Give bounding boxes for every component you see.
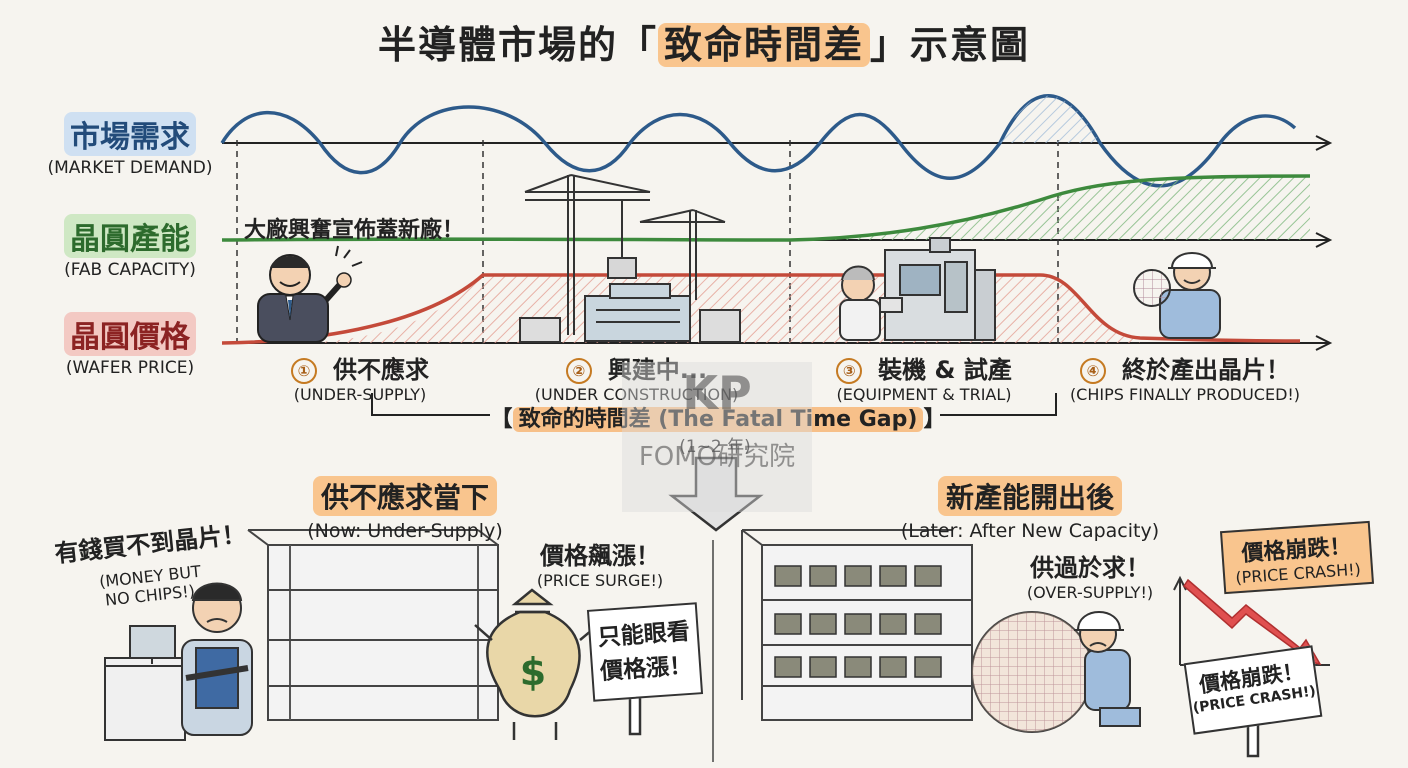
stage-2-number: ②	[565, 358, 592, 384]
over-supply-speech: 供過於求！ (OVER-SUPPLY!)	[1010, 548, 1170, 602]
frustrated-man-illustration	[181, 582, 253, 736]
over-supply-zh: 供過於求！	[1030, 554, 1150, 582]
stage-2-en: (UNDER CONSTRUCTION)	[534, 385, 739, 404]
row-label-capacity-zh: 晶圓產能	[64, 214, 196, 258]
row-label-demand: 市場需求 (MARKET DEMAND)	[30, 112, 230, 178]
right-panel-heading: 新產能開出後 (Later: After New Capacity)	[880, 476, 1180, 542]
price-line	[221, 273, 1301, 345]
stage-3: ③ 裝機 & 試產 (EQUIPMENT & TRIAL)	[790, 350, 1058, 404]
sign-post-right	[1246, 720, 1260, 758]
construction-illustration	[519, 174, 741, 343]
price-crash-badge: 價格崩跌！ (PRICE CRASH!)	[1219, 520, 1375, 595]
gap-text: 致命的時間差 (The Fatal Time Gap)	[512, 407, 924, 432]
row-label-price: 晶圓價格 (WAFER PRICE)	[30, 312, 230, 378]
over-supply-en: (OVER-SUPPLY!)	[1026, 583, 1154, 602]
demand-wave	[220, 94, 1297, 188]
stage-4: ④ 終於產出晶片！ (CHIPS FINALLY PRODUCED!)	[1040, 350, 1330, 404]
stage-1-en: (UNDER-SUPPLY)	[293, 385, 427, 404]
stage-2-label: 興建中...	[607, 356, 708, 384]
right-heading-zh: 新產能開出後	[937, 476, 1122, 516]
empty-shelf-illustration	[247, 529, 499, 721]
stage-1-number: ①	[291, 358, 317, 384]
big-wafer-icon	[971, 611, 1093, 733]
stage-3-en: (EQUIPMENT & TRIAL)	[836, 385, 1012, 404]
stage-4-label: 終於產出晶片！	[1122, 356, 1290, 384]
desk-illustration	[104, 625, 186, 741]
money-no-chips-speech: 有錢買不到晶片！ (MONEY BUT NO CHIPS!)	[50, 520, 250, 610]
stage-2: ② 興建中... (UNDER CONSTRUCTION)	[483, 350, 790, 404]
stage-3-label: 裝機 & 試產	[878, 356, 1012, 384]
page-title: 半導體市場的「致命時間差」示意圖	[0, 14, 1408, 69]
right-heading-en: (Later: After New Capacity)	[900, 520, 1160, 542]
watermark-logo: KP	[682, 366, 752, 420]
down-arrow	[668, 456, 764, 532]
stage-1-label: 供不應求	[333, 356, 429, 384]
row-label-capacity: 晶圓產能 (FAB CAPACITY)	[30, 214, 230, 280]
row-label-demand-en: (MARKET DEMAND)	[47, 158, 213, 178]
stage-3-number: ③	[836, 358, 863, 384]
price-surge-speech: 價格飆漲！ (PRICE SURGE!)	[520, 536, 680, 590]
title-prefix: 半導體市場的「	[377, 23, 658, 67]
demand-wave-hatch	[1000, 95, 1100, 143]
dollar-icon: $	[519, 650, 547, 694]
announce-callout: 大廠興奮宣佈蓋新廠！	[244, 218, 465, 243]
worker-with-wafer-illustration	[1133, 252, 1221, 339]
stage-1: ① 供不應求 (UNDER-SUPPLY)	[237, 350, 483, 404]
sign-post-left	[628, 694, 642, 736]
sign-left-line2: 價格漲！	[599, 652, 693, 686]
left-heading-zh: 供不應求當下	[312, 476, 497, 516]
row-label-demand-zh: 市場需求	[64, 112, 196, 156]
time-gap-label: 【致命的時間差 (The Fatal Time Gap)】	[488, 401, 948, 433]
title-suffix: 」示意圖	[870, 23, 1031, 67]
chip-stock	[774, 565, 942, 678]
watermark-box	[622, 362, 812, 512]
row-label-price-zh: 晶圓價格	[64, 312, 196, 356]
watch-price-rise-sign: 只能眼看 價格漲！	[586, 602, 704, 702]
stage-4-number: ④	[1080, 358, 1106, 384]
sad-worker-illustration	[1074, 611, 1141, 727]
watermark-text: FOMO研究院	[638, 442, 796, 472]
left-panel-heading: 供不應求當下 (Now: Under-Supply)	[260, 476, 550, 542]
row-label-price-en: (WAFER PRICE)	[65, 358, 195, 378]
demand-axis	[222, 135, 1333, 151]
gap-duration: (1~2 年)	[679, 437, 751, 457]
gap-left-bracket: 【	[490, 407, 513, 432]
equipment-illustration	[839, 237, 996, 341]
left-heading-en: (Now: Under-Supply)	[307, 520, 503, 542]
time-gap-bracket	[371, 393, 1057, 416]
price-surge-zh: 價格飆漲！	[540, 542, 660, 570]
gap-right-bracket: 】	[923, 407, 946, 432]
price-surge-en: (PRICE SURGE!)	[536, 571, 664, 590]
excited-executive-illustration	[257, 245, 363, 343]
stage-4-en: (CHIPS FINALLY PRODUCED!)	[1069, 385, 1301, 404]
row-label-capacity-en: (FAB CAPACITY)	[64, 260, 196, 280]
title-highlight: 致命時間差	[657, 23, 870, 67]
capacity-fill	[790, 176, 1310, 240]
capacity-line	[221, 174, 1311, 242]
